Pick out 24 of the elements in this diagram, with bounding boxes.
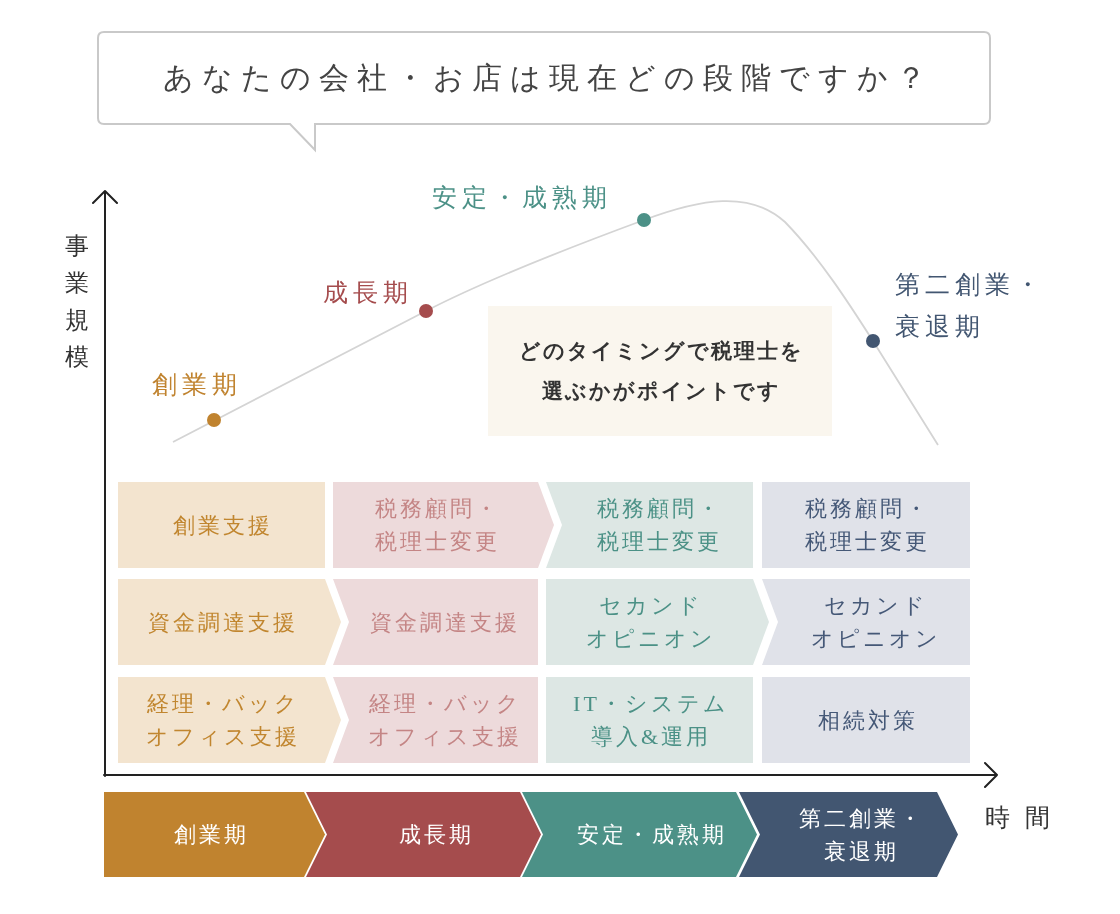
stage-banner: 第二創業・衰退期 [739, 792, 958, 877]
point-panel: どのタイミングで税理士を選ぶかがポイントです [488, 306, 832, 436]
speech-bubble: あなたの会社・お店は現在どの段階ですか？ [97, 31, 991, 152]
stage-banner: 安定・成熟期 [522, 792, 757, 877]
stage-label: 創業期 [152, 370, 242, 400]
stage-banner: 創業期 [104, 792, 325, 877]
service-tag: セカンドオピニオン [762, 579, 970, 665]
service-tag: 経理・バックオフィス支援 [333, 677, 538, 763]
stage-label: 成長期 [323, 278, 413, 308]
axis-label: 時間 [985, 802, 1065, 834]
stage-banner: 成長期 [306, 792, 541, 877]
stage-label: 安定・成熟期 [432, 183, 612, 213]
service-tag: 資金調達支援 [118, 579, 341, 665]
service-tag: 経理・バックオフィス支援 [118, 677, 341, 763]
axis-label: 事業規模 [65, 231, 89, 373]
service-tag: 創業支援 [118, 482, 325, 568]
service-tag: 資金調達支援 [333, 579, 538, 665]
service-tag: セカンドオピニオン [546, 579, 769, 665]
service-tag: 税務顧問・税理士変更 [546, 482, 753, 568]
stage-label: 第二創業・衰退期 [895, 270, 1045, 342]
service-tag: 税務顧問・税理士変更 [333, 482, 554, 568]
service-tag: 税務顧問・税理士変更 [762, 482, 970, 568]
service-tag: 相続対策 [762, 677, 970, 763]
service-tag: IT・システム導入&運用 [546, 677, 753, 763]
